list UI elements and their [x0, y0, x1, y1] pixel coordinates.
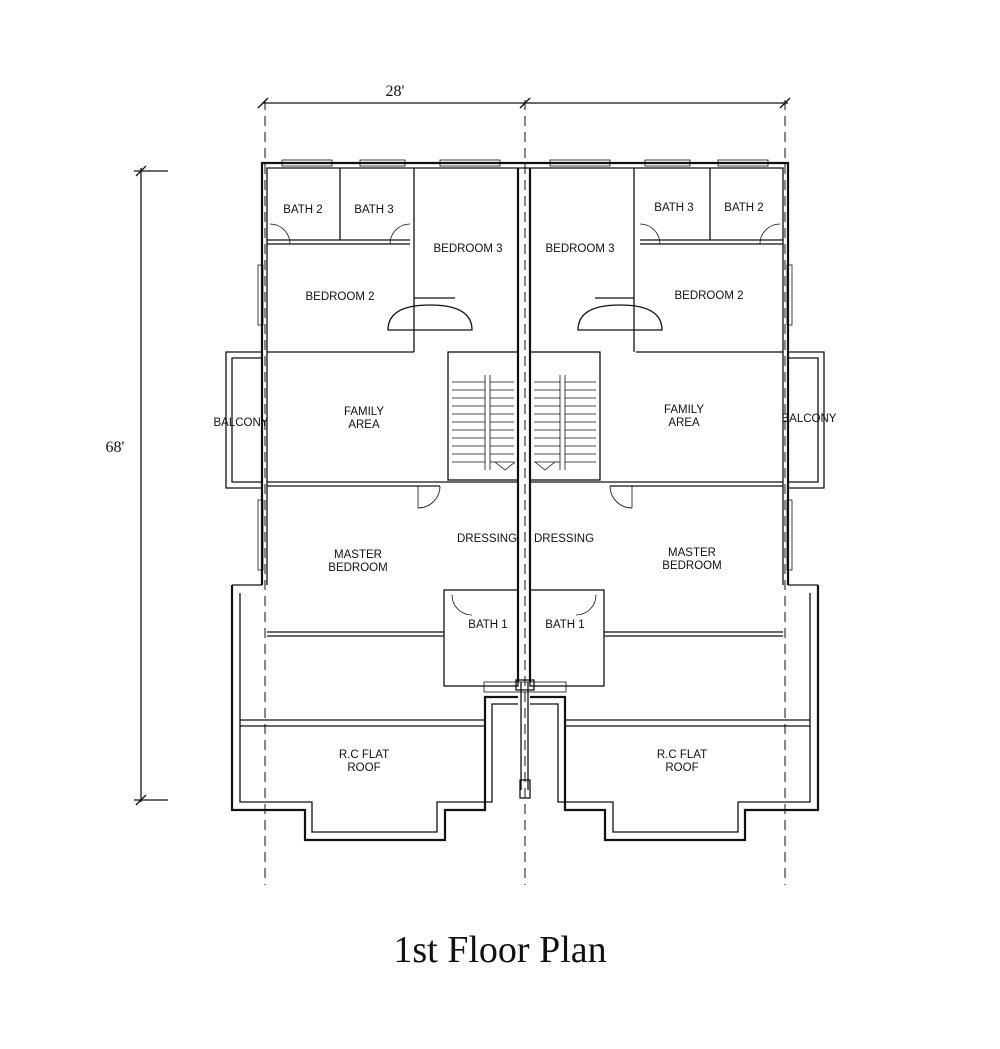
top-bath-walls — [267, 168, 783, 352]
room-label-bath3-right: BATH 3 — [654, 202, 693, 214]
grid-lines — [264, 100, 786, 885]
room-label-family-left-1: FAMILY — [344, 406, 384, 418]
room-labels: BATH 2 BATH 3 BEDROOM 3 BEDROOM 3 BATH 3… — [214, 202, 837, 774]
width-dimension-label: 28' — [386, 83, 405, 100]
room-label-bedroom3-left: BEDROOM 3 — [433, 243, 502, 255]
bedroom-walls — [267, 297, 783, 353]
bath1-walls — [267, 589, 783, 693]
balcony-structures — [225, 351, 825, 489]
room-label-master-right-2: BEDROOM — [662, 560, 721, 572]
room-label-master-left-2: BEDROOM — [328, 562, 387, 574]
room-label-master-left-1: MASTER — [334, 549, 382, 561]
room-label-roof-right-1: R.C FLAT — [657, 749, 707, 761]
room-label-family-right-2: AREA — [668, 417, 700, 429]
room-label-master-right-1: MASTER — [668, 547, 716, 559]
width-dimension: 28' — [257, 83, 791, 109]
room-label-roof-right-2: ROOF — [665, 762, 698, 774]
room-label-bath3-left: BATH 3 — [354, 204, 393, 216]
room-label-dressing-left: DRESSING — [457, 533, 517, 545]
page-title: 1st Floor Plan — [393, 929, 607, 971]
room-label-bath1-right: BATH 1 — [545, 619, 584, 631]
room-label-family-left-2: AREA — [348, 419, 380, 431]
room-label-bedroom3-right: BEDROOM 3 — [545, 243, 614, 255]
room-label-roof-left-1: R.C FLAT — [339, 749, 389, 761]
room-label-dressing-right: DRESSING — [534, 533, 594, 545]
room-label-bedroom2-right: BEDROOM 2 — [674, 290, 743, 302]
family-walls — [267, 481, 783, 509]
depth-dimension: 68' — [106, 165, 168, 806]
depth-dimension-label: 68' — [106, 439, 125, 456]
roof-outline — [230, 584, 820, 842]
exterior-walls — [257, 159, 793, 585]
room-label-bath2-left: BATH 2 — [283, 204, 322, 216]
room-label-bedroom2-left: BEDROOM 2 — [305, 291, 374, 303]
room-label-bath1-left: BATH 1 — [468, 619, 507, 631]
room-label-balcony-right: BALCONY — [782, 413, 837, 425]
staircase — [447, 351, 601, 481]
room-label-bath2-right: BATH 2 — [724, 202, 763, 214]
room-label-roof-left-2: ROOF — [347, 762, 380, 774]
room-label-balcony-left: BALCONY — [214, 417, 269, 429]
room-label-family-right-1: FAMILY — [664, 404, 704, 416]
